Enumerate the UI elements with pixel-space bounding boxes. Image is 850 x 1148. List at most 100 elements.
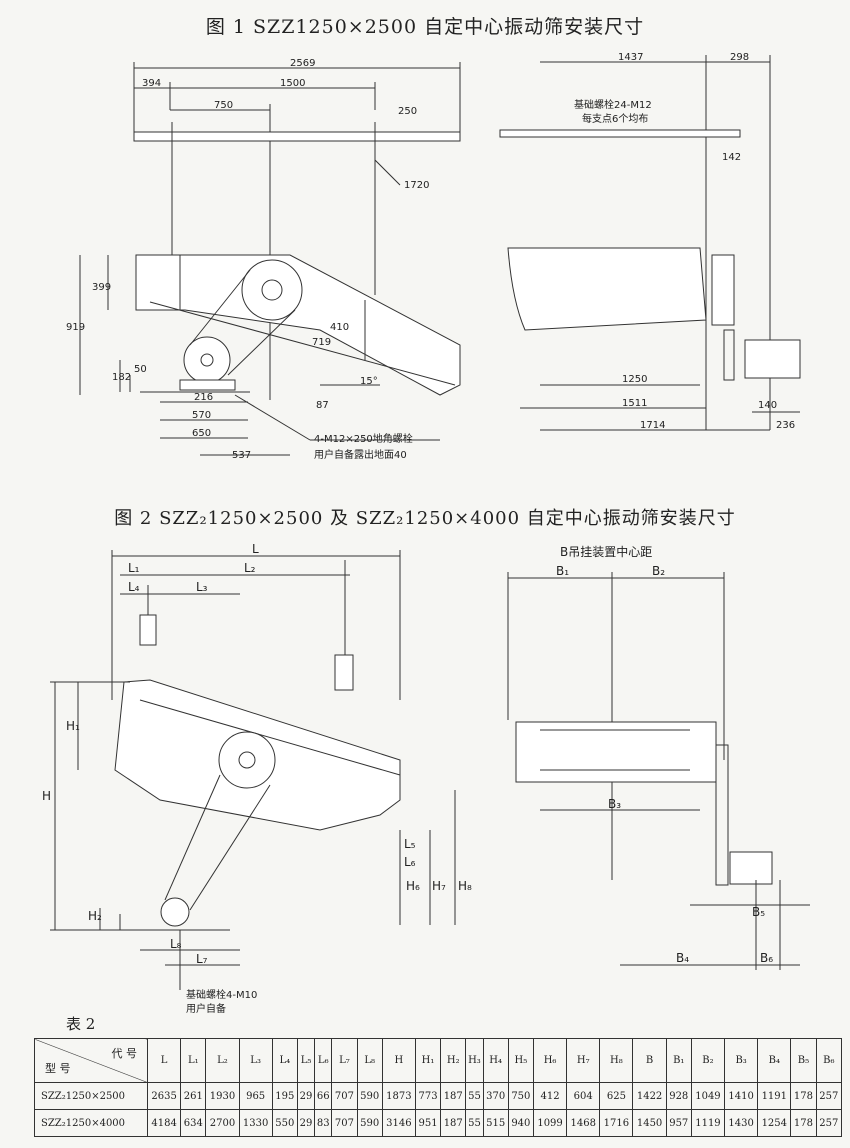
dim-919: 919 [66,322,85,333]
dim-140: 140 [758,400,777,411]
label-H2: H₂ [88,909,102,923]
value-cell: 2635 [146,1082,182,1110]
table-column-header: B₁ [665,1038,692,1083]
value-cell: 590 [356,1082,383,1110]
dim-1714: 1714 [640,420,665,431]
dim-750: 750 [214,100,233,111]
value-cell: 29 [296,1109,316,1137]
label-B-hanger: B吊挂装置中心距 [560,544,652,559]
table-column-header: H₄ [482,1038,509,1083]
value-cell: 2700 [205,1109,240,1137]
table-column-header: L₂ [205,1038,240,1083]
table-column-header: H₁ [414,1038,442,1083]
fig2-user-note: 用户自备 [186,1002,226,1015]
dim-2569: 2569 [290,58,315,69]
table-column-header: L₇ [331,1038,358,1083]
value-cell: 1119 [690,1109,726,1137]
value-cell: 29 [296,1082,316,1110]
table-column-header: L [146,1038,182,1083]
label-H7: H₇ [432,879,446,893]
value-cell: 625 [599,1082,634,1110]
dim-182: 182 [112,372,131,383]
value-cell: 55 [465,1109,484,1137]
label-L2: L₂ [244,561,256,575]
value-cell: 750 [507,1082,534,1110]
header-diagonal-cell: 代 号 型 号 [34,1038,148,1083]
bolt-spread-note: 每支点6个均布 [582,112,648,125]
table-column-header: H [381,1038,416,1083]
table-column-header: H₈ [599,1038,634,1083]
dim-570: 570 [192,410,211,421]
value-cell: 83 [314,1109,333,1137]
table-column-header: B₂ [690,1038,726,1083]
dim-394: 394 [142,78,161,89]
dim-410: 410 [330,322,349,333]
dim-298: 298 [730,52,749,63]
dim-650: 650 [192,428,211,439]
value-cell: 940 [507,1109,534,1137]
value-cell: 178 [790,1082,817,1110]
header-model-label: 型 号 [45,1062,71,1075]
table-column-header: H₆ [532,1038,568,1083]
value-cell: 1450 [632,1109,667,1137]
value-cell: 195 [271,1082,298,1110]
value-cell: 1049 [690,1082,726,1110]
label-H3: H₈ [458,879,472,893]
value-cell: 1468 [566,1109,601,1137]
table-column-header: H₅ [507,1038,534,1083]
dim-1500: 1500 [280,78,305,89]
value-cell: 965 [238,1082,273,1110]
dim-719: 719 [312,337,331,348]
foundation-bolt-note: 基础螺栓24-M12 [574,98,652,111]
dim-250: 250 [398,106,417,117]
label-L3: L₃ [196,580,208,594]
dim-142: 142 [722,152,741,163]
value-cell: 1254 [757,1109,792,1137]
table-column-header: H₂ [440,1038,467,1083]
label-B2: B₂ [652,564,665,578]
label-L7: L₇ [196,952,208,966]
value-cell: 634 [180,1109,207,1137]
dim-50: 50 [134,364,147,375]
dim-87: 87 [316,400,329,411]
value-cell: 1930 [205,1082,240,1110]
value-cell: 55 [465,1082,484,1110]
value-cell: 178 [790,1109,817,1137]
value-cell: 4184 [146,1109,182,1137]
table-column-header: L₆ [314,1038,333,1083]
value-cell: 1430 [724,1109,759,1137]
value-cell: 951 [414,1109,442,1137]
dim-399: 399 [92,282,111,293]
value-cell: 261 [180,1082,207,1110]
value-cell: 370 [482,1082,509,1110]
label-H: H [42,789,51,803]
dim-15deg: 15° [360,376,378,387]
label-B5: B₅ [752,905,765,919]
label-L8: L₈ [170,937,182,951]
anchor-bolt-note: 4-M12×250地角螺栓 [314,432,413,445]
table-column-header: L₁ [180,1038,207,1083]
value-cell: 550 [271,1109,298,1137]
label-L: L [252,542,259,556]
value-cell: 773 [414,1082,442,1110]
fig2-bolt-note: 基础螺栓4-M10 [186,988,257,1001]
label-L1: L₁ [128,561,140,575]
model-cell: SZZ₂1250×4000 [34,1109,148,1137]
label-B1: B₁ [556,564,569,578]
value-cell: 1410 [724,1082,759,1110]
dim-216: 216 [194,392,213,403]
value-cell: 515 [482,1109,509,1137]
value-cell: 1330 [238,1109,273,1137]
table-column-header: L₄ [271,1038,298,1083]
value-cell: 187 [440,1109,467,1137]
table-label: 表 2 [66,1015,96,1033]
value-cell: 412 [532,1082,568,1110]
dim-1250: 1250 [622,374,647,385]
label-L6: L₆ [404,855,416,869]
value-cell: 590 [356,1109,383,1137]
